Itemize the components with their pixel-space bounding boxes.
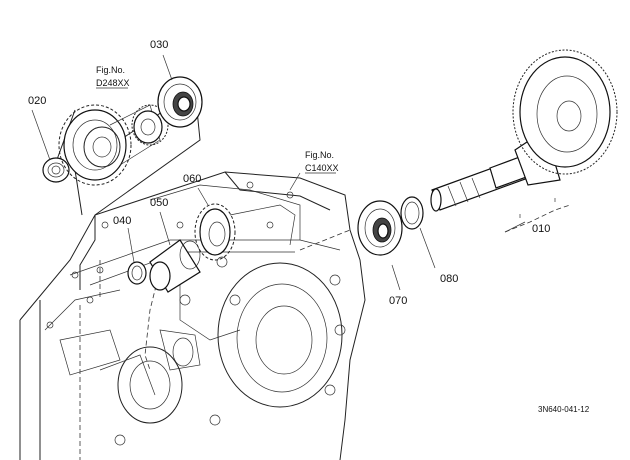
- part-label-010: 010: [532, 223, 550, 235]
- part-label-080: 080: [440, 273, 458, 285]
- part-label-040: 040: [113, 215, 131, 227]
- part-050-sleeve: [149, 211, 201, 293]
- part-label-060: 060: [183, 173, 201, 185]
- gear-cluster: [58, 104, 169, 186]
- figure-ref-c140-line2: C140XX: [305, 163, 339, 173]
- figure-ref-d248-line1: Fig.No.: [96, 65, 125, 75]
- figure-ref-c140-line1: Fig.No.: [305, 150, 334, 160]
- part-label-020: 020: [28, 95, 46, 107]
- figure-ref-d248-line2: D248XX: [96, 78, 130, 88]
- part-080-washer: [400, 196, 436, 269]
- part-030-bearing: [157, 54, 203, 128]
- part-010-bevel-gear-shaft: [430, 49, 618, 233]
- part-070-bearing: [357, 200, 403, 291]
- part-040-ring: [127, 227, 147, 285]
- part-060-gear: [194, 187, 236, 261]
- drawing-code: 3N640-041-12: [538, 405, 590, 414]
- part-label-050: 050: [150, 197, 168, 209]
- part-020-bearing: [31, 109, 70, 183]
- transmission-case: [19, 171, 366, 460]
- part-label-030: 030: [150, 39, 168, 51]
- part-label-070: 070: [389, 295, 407, 307]
